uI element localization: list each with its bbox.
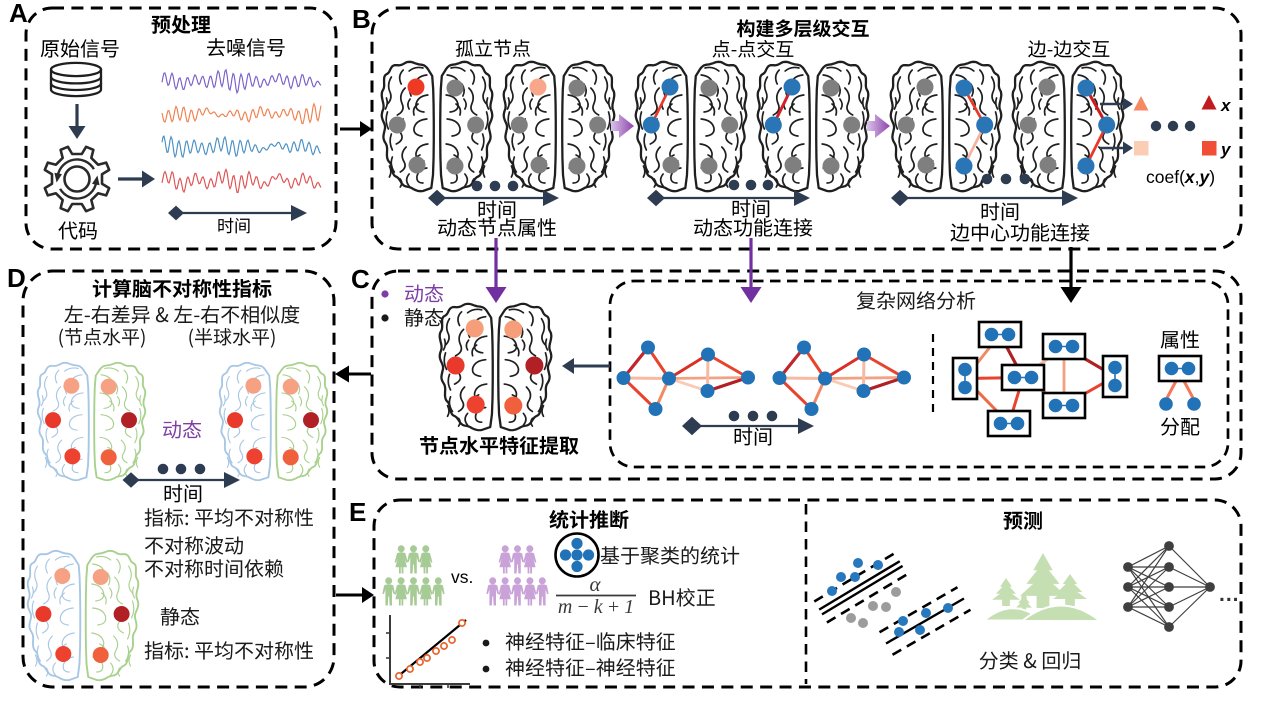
svg-text:x: x [1220, 96, 1232, 115]
svg-text:E: E [349, 497, 366, 527]
svg-text:D: D [7, 263, 26, 293]
svg-text:A: A [9, 0, 28, 28]
svg-text:...: ... [1219, 583, 1240, 606]
svg-text:α: α [589, 572, 601, 596]
svg-text:m − k + 1: m − k + 1 [558, 596, 634, 618]
svg-text:C: C [351, 264, 370, 294]
svg-text:vs.: vs. [451, 567, 473, 587]
svg-text:B: B [352, 4, 371, 34]
svg-text:coef(x,y): coef(x,y) [1146, 167, 1215, 187]
svg-text:y: y [1220, 140, 1232, 159]
